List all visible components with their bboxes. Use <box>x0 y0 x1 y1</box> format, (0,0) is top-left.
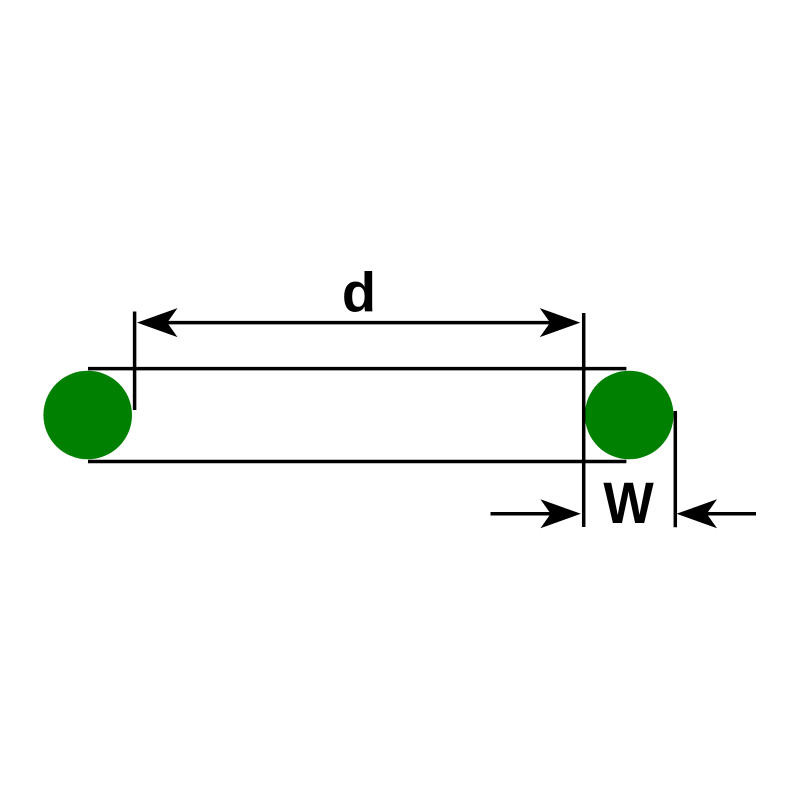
svg-text:d: d <box>342 261 376 324</box>
svg-text:W: W <box>603 471 654 536</box>
